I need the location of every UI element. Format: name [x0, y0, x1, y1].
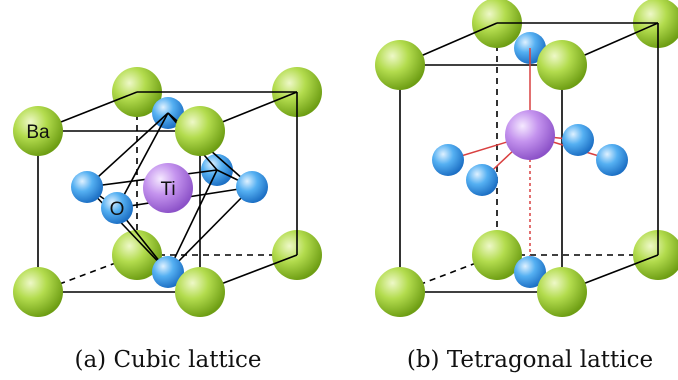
- barium-atom: [375, 40, 425, 90]
- oxygen-atom: [466, 164, 498, 196]
- barium-atom: [472, 0, 522, 48]
- barium-atom: [537, 267, 587, 317]
- oxygen-atom: [514, 256, 546, 288]
- panel-cubic: Ba O Ti (a) Cubic lattice: [13, 67, 322, 373]
- titanium-label: Ti: [160, 179, 175, 200]
- barium-atom: [13, 267, 63, 317]
- barium-atom: [112, 230, 162, 280]
- oxygen-atom: [101, 192, 133, 224]
- cubic-edges: [37, 91, 298, 293]
- barium-label: Ba: [26, 122, 50, 143]
- barium-atom: [537, 40, 587, 90]
- panel-caption: (b) Tetragonal lattice: [407, 347, 653, 373]
- panel-tetragonal: (b) Tetragonal lattice: [375, 0, 678, 373]
- barium-atom: [13, 106, 63, 156]
- barium-atom: [175, 106, 225, 156]
- barium-atom: [633, 230, 678, 280]
- tetragonal-hidden-edges: [399, 23, 658, 293]
- oxygen-atom: [596, 144, 628, 176]
- oxygen-atom: [152, 256, 184, 288]
- barium-atom: [472, 230, 522, 280]
- oxygen-atom: [432, 144, 464, 176]
- oxygen-atom: [236, 171, 268, 203]
- titanium-atom: [505, 110, 555, 160]
- panel-caption: (a) Cubic lattice: [74, 347, 261, 373]
- oxygen-atom: [562, 124, 594, 156]
- oxygen-atom: [71, 171, 103, 203]
- titanium-atom: [143, 163, 193, 213]
- barium-atom: [175, 267, 225, 317]
- barium-atom: [375, 267, 425, 317]
- oxygen-label: O: [110, 199, 125, 220]
